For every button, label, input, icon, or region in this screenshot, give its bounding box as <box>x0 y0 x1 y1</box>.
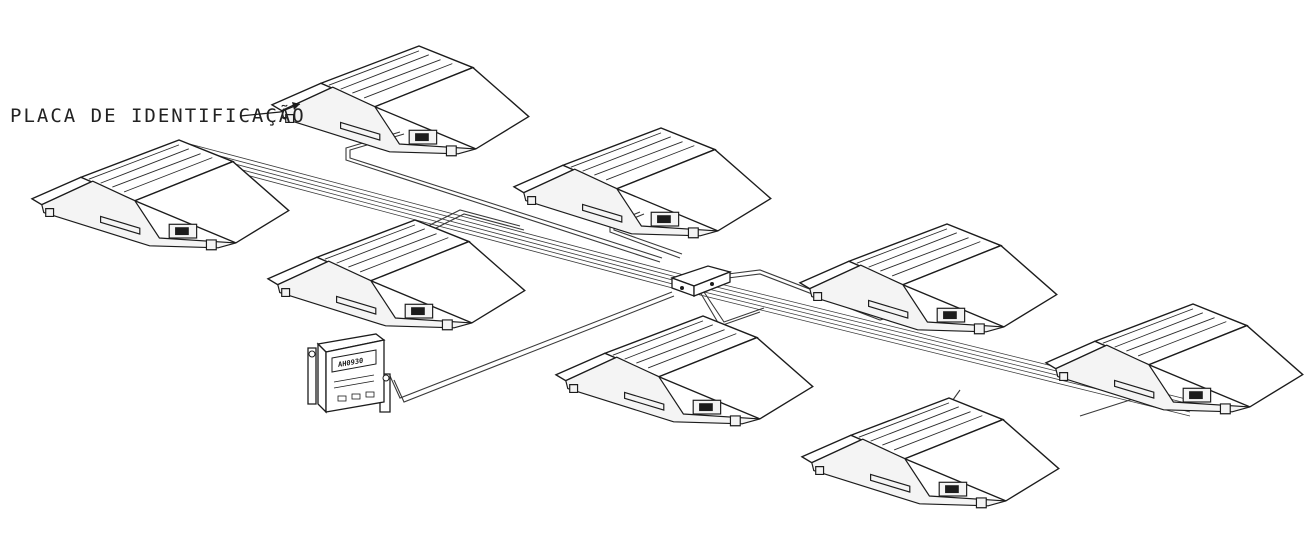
pad-bottom-right <box>801 397 1060 509</box>
main-cable-bundle-line-1 <box>181 141 1191 401</box>
pad-top-center <box>271 45 530 157</box>
pad-top-left <box>31 139 290 251</box>
cable-pad-left-middle <box>419 209 521 231</box>
pad-left-middle <box>267 219 526 331</box>
callout-label: PLACA DE IDENTIFICAÇÃO <box>10 104 306 127</box>
pad-center-lower <box>555 315 814 427</box>
cable-indicator <box>389 291 673 399</box>
pad-right-upper <box>513 127 772 239</box>
identification-plate-callout: PLACA DE IDENTIFICAÇÃO <box>10 102 306 127</box>
weighing-indicator: AH0930 <box>307 333 391 414</box>
cable-indicator-b <box>393 295 675 403</box>
cable-pad-center-lower-b <box>703 291 765 323</box>
cable-pad-left-middle-b <box>423 213 525 235</box>
indicator-display: AH0930 <box>338 356 363 369</box>
junction-box <box>670 265 733 297</box>
pad-far-right <box>1045 303 1304 415</box>
callout-arrow-icon <box>292 102 300 110</box>
